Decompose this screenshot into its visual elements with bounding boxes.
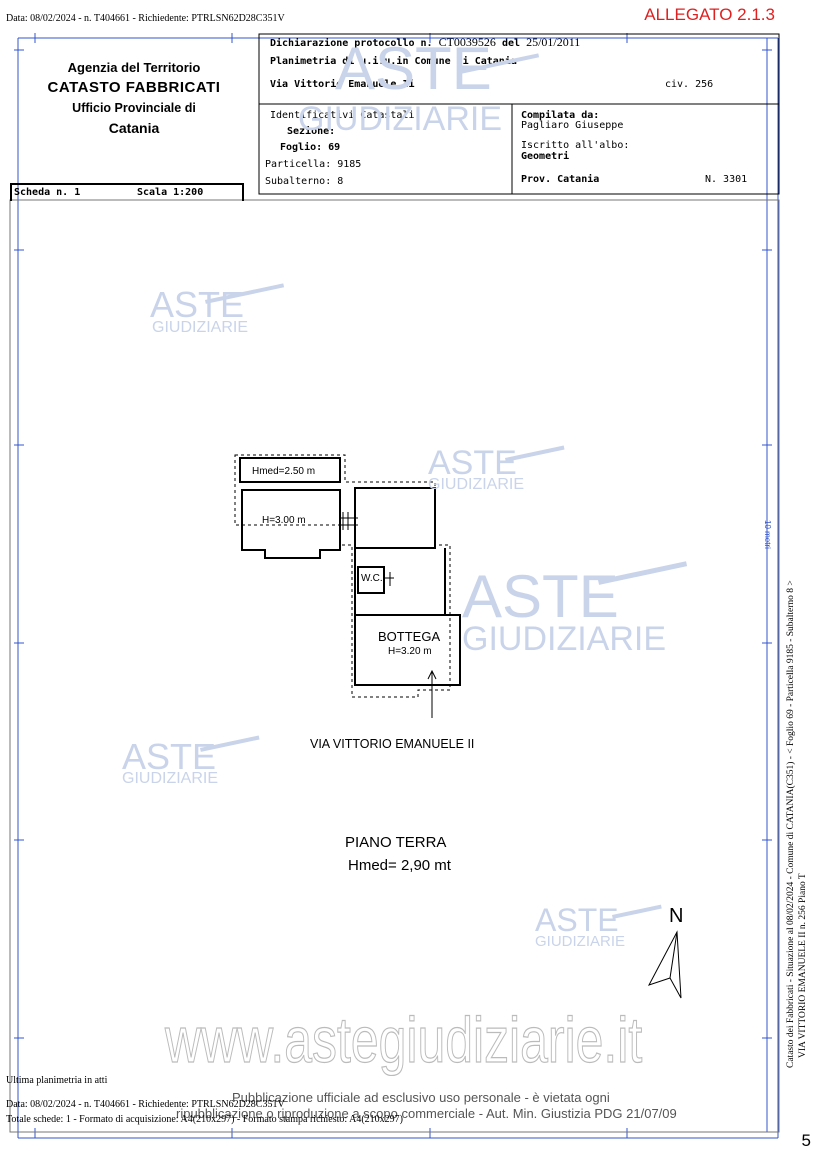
floor-label: PIANO TERRA	[345, 834, 447, 851]
identifiers-title: Identificativi Catastali:	[270, 110, 421, 121]
scale-mark: 10 metri	[763, 520, 772, 549]
watermark-aste-3: ASTE	[462, 563, 619, 630]
civ-number: civ. 256	[665, 79, 714, 90]
footer-totale-line: Totale schede: 1 - Formato di acquisizio…	[6, 1114, 403, 1125]
watermark-aste-1: ASTE	[150, 284, 245, 325]
side-caption-2: VIA VITTORIO EMANUELE II n. 256 Piano T	[798, 873, 808, 1058]
label-room-h: H=3.00 m	[262, 515, 306, 526]
office-label: Ufficio Provinciale di	[72, 101, 196, 115]
compiler-number: N. 3301	[705, 174, 748, 185]
watermark-aste-4: ASTE	[122, 736, 217, 777]
agency-name: Agenzia del Territorio	[67, 60, 201, 75]
albo-value: Geometri	[521, 151, 570, 162]
scheda-box: Scheda n. 1 Scala 1:200	[10, 183, 244, 201]
protocol-number: CT0039526	[438, 35, 496, 49]
identifier-sezione: Sezione:	[287, 126, 336, 137]
protocol-date: 25/01/2011	[526, 35, 581, 49]
compiler-name: Pagliaro Giuseppe	[521, 120, 624, 131]
watermark-giudiziarie-4: GIUDIZIARIE	[122, 770, 219, 787]
compiler-label: Compilata da:	[521, 110, 600, 121]
protocol-label: Dichiarazione protocollo n.	[270, 38, 433, 49]
label-bottega: BOTTEGA	[378, 629, 441, 644]
compiler-province: Prov. Catania	[521, 174, 600, 185]
watermark-site: www.astegiudiziarie.it	[165, 1003, 643, 1076]
publication-note-2: ripubblicazione o riproduzione a scopo c…	[176, 1106, 677, 1121]
publication-note-1: Pubblicazione ufficiale ad esclusivo uso…	[232, 1090, 610, 1105]
scheda-number: Scheda n. 1	[14, 187, 81, 198]
watermark-aste-2: ASTE	[428, 444, 517, 482]
watermark-giudiziarie-6: GIUDIZIARIE	[298, 100, 503, 138]
office-city: Catania	[108, 120, 160, 136]
page-number: 5	[801, 1131, 811, 1150]
identifier-foglio: Foglio: 69	[280, 142, 341, 153]
street-label: VIA VITTORIO EMANUELE II	[310, 737, 475, 751]
protocol-line: Dichiarazione protocollo n. CT0039526 de…	[270, 35, 580, 50]
hmed-label: Hmed= 2,90 mt	[348, 857, 451, 874]
footer-data-line: Data: 08/02/2024 - n. T404661 - Richiede…	[6, 1099, 285, 1110]
footer-last-plan: Ultima planimetria in atti	[6, 1075, 108, 1086]
catasto-title: CATASTO FABBRICATI	[47, 79, 221, 96]
scheda-scale: Scala 1:200	[137, 187, 204, 198]
side-caption-1: Catasto dei Fabbricati - Situazione al 0…	[786, 580, 796, 1068]
floor-plan	[234, 454, 461, 718]
allegato-label: ALLEGATO 2.1.3	[644, 5, 775, 24]
label-room-hmed: Hmed=2.50 m	[252, 466, 316, 477]
identifier-particella: Particella: 9185	[265, 159, 362, 170]
watermark-giudiziarie-5: GIUDIZIARIE	[535, 933, 626, 950]
planimetria-line: Planimetria di u.i.u.in Comune di Catani…	[270, 56, 517, 67]
watermark-aste-6: ASTE	[335, 35, 492, 102]
watermark-giudiziarie-1: GIUDIZIARIE	[152, 319, 249, 336]
label-bottega-height: H=3.20 m	[388, 646, 432, 657]
agency-block: Agenzia del Territorio CATASTO FABBRICAT…	[34, 58, 234, 138]
north-arrow-icon	[647, 930, 682, 999]
label-wc: W.C.	[361, 573, 383, 584]
watermark-giudiziarie-3: GIUDIZIARIE	[462, 620, 667, 658]
watermark-aste-5: ASTE	[535, 902, 619, 938]
identifier-subalterno: Subalterno: 8	[265, 176, 344, 187]
protocol-date-label: del	[501, 38, 521, 49]
address-line: Via Vittorio Emanuele Ii	[270, 79, 415, 90]
north-label: N	[669, 905, 684, 927]
watermark-giudiziarie-2: GIUDIZIARIE	[428, 476, 525, 493]
header-request-line: Data: 08/02/2024 - n. T404661 - Richiede…	[6, 13, 285, 24]
albo-label: Iscritto all'albo:	[521, 140, 630, 151]
